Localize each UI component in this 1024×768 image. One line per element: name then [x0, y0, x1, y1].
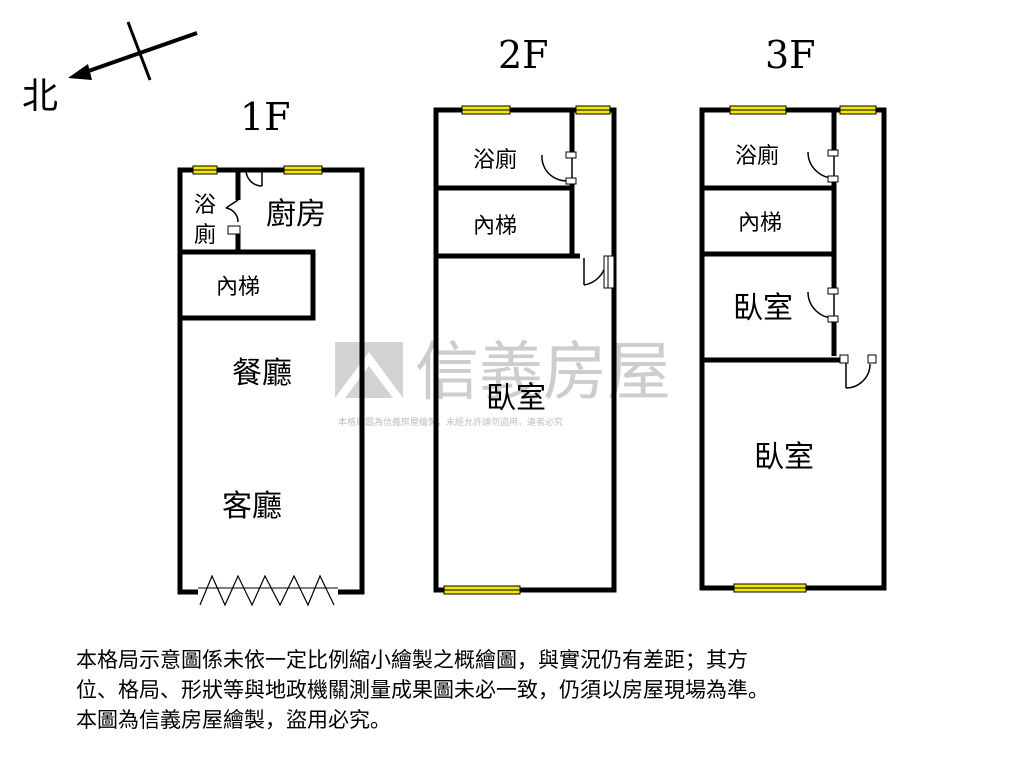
- floor-1f-bath-label-bottom: 廁: [194, 223, 216, 248]
- floor-2f-stairs-label: 內梯: [473, 214, 517, 239]
- floor-1f-kitchen-door: [245, 169, 263, 187]
- floor-1f-kitchen-label: 廚房: [266, 197, 326, 232]
- disclaimer-line-2: 位、格局、形狀等與地政機關測量成果圖未必一致，仍須以房屋現場為準。: [76, 678, 769, 702]
- floor-2f-bedroom-door: [583, 258, 607, 286]
- floor-1f-stairs-label: 內梯: [216, 275, 260, 300]
- floor-3f: 3F 浴廁 內梯 臥室 臥室: [699, 33, 887, 593]
- floor-3f-outer-wall: [699, 107, 887, 591]
- floor-1f-folding-door: [198, 574, 338, 607]
- floor-3f-label: 3F: [765, 33, 816, 77]
- floor-1f-living-label: 客廳: [222, 489, 282, 524]
- disclaimer-text: 本格局示意圖係未依一定比例縮小繪製之概繪圖，與實況仍有差距；其方 位、格局、形狀…: [76, 645, 1016, 735]
- compass-arrow-head: [68, 64, 92, 80]
- compass-cross-line: [126, 21, 152, 81]
- floor-1f-stairs-box: [177, 249, 316, 321]
- floor-plan-drawing: 北 信義房屋 本格局圖為信義房屋繪製，未經允許請勿盜用，違者必究 1F: [22, 21, 887, 607]
- floor-3f-small-bedroom-label: 臥室: [733, 291, 793, 326]
- floor-1f-label: 1F: [240, 95, 291, 139]
- floor-1f-dining-label: 餐廳: [232, 356, 292, 391]
- floor-2f-bedroom-label: 臥室: [486, 381, 546, 416]
- floor-1f: 1F 浴 廁 廚房 內梯 餐廳 客廳: [177, 95, 365, 607]
- floor-1f-bath-door: [225, 199, 239, 223]
- watermark-notice: 本格局圖為信義房屋繪製，未經允許請勿盜用，違者必究: [338, 416, 563, 428]
- floor-1f-bath-label-top: 浴: [194, 193, 216, 218]
- watermark-brand-name: 信義房屋: [415, 336, 671, 410]
- watermark: 信義房屋 本格局圖為信義房屋繪製，未經允許請勿盜用，違者必究: [335, 336, 671, 428]
- floor-2f-bath-label: 浴廁: [473, 148, 517, 173]
- floor-2f: 2F 浴廁 內梯 臥室: [433, 33, 617, 595]
- floor-3f-stairs-label: 內梯: [738, 211, 782, 236]
- disclaimer-line-3: 本圖為信義房屋繪製，盜用必究。: [76, 708, 391, 732]
- floor-3f-bath-label: 浴廁: [735, 144, 779, 169]
- floor-3f-small-bedroom-door: [807, 291, 835, 319]
- floor-2f-bath-door: [541, 154, 573, 182]
- floor-2f-label: 2F: [498, 33, 549, 77]
- floor-3f-large-bedroom-door: [845, 362, 871, 389]
- north-label: 北: [22, 76, 58, 117]
- watermark-logo: [335, 342, 403, 398]
- disclaimer-line-1: 本格局示意圖係未依一定比例縮小繪製之概繪圖，與實況仍有差距；其方: [76, 648, 748, 672]
- north-compass: 北: [22, 21, 198, 117]
- floor-3f-large-bedroom-label: 臥室: [754, 440, 814, 475]
- floor-2f-outer-wall: [433, 107, 617, 593]
